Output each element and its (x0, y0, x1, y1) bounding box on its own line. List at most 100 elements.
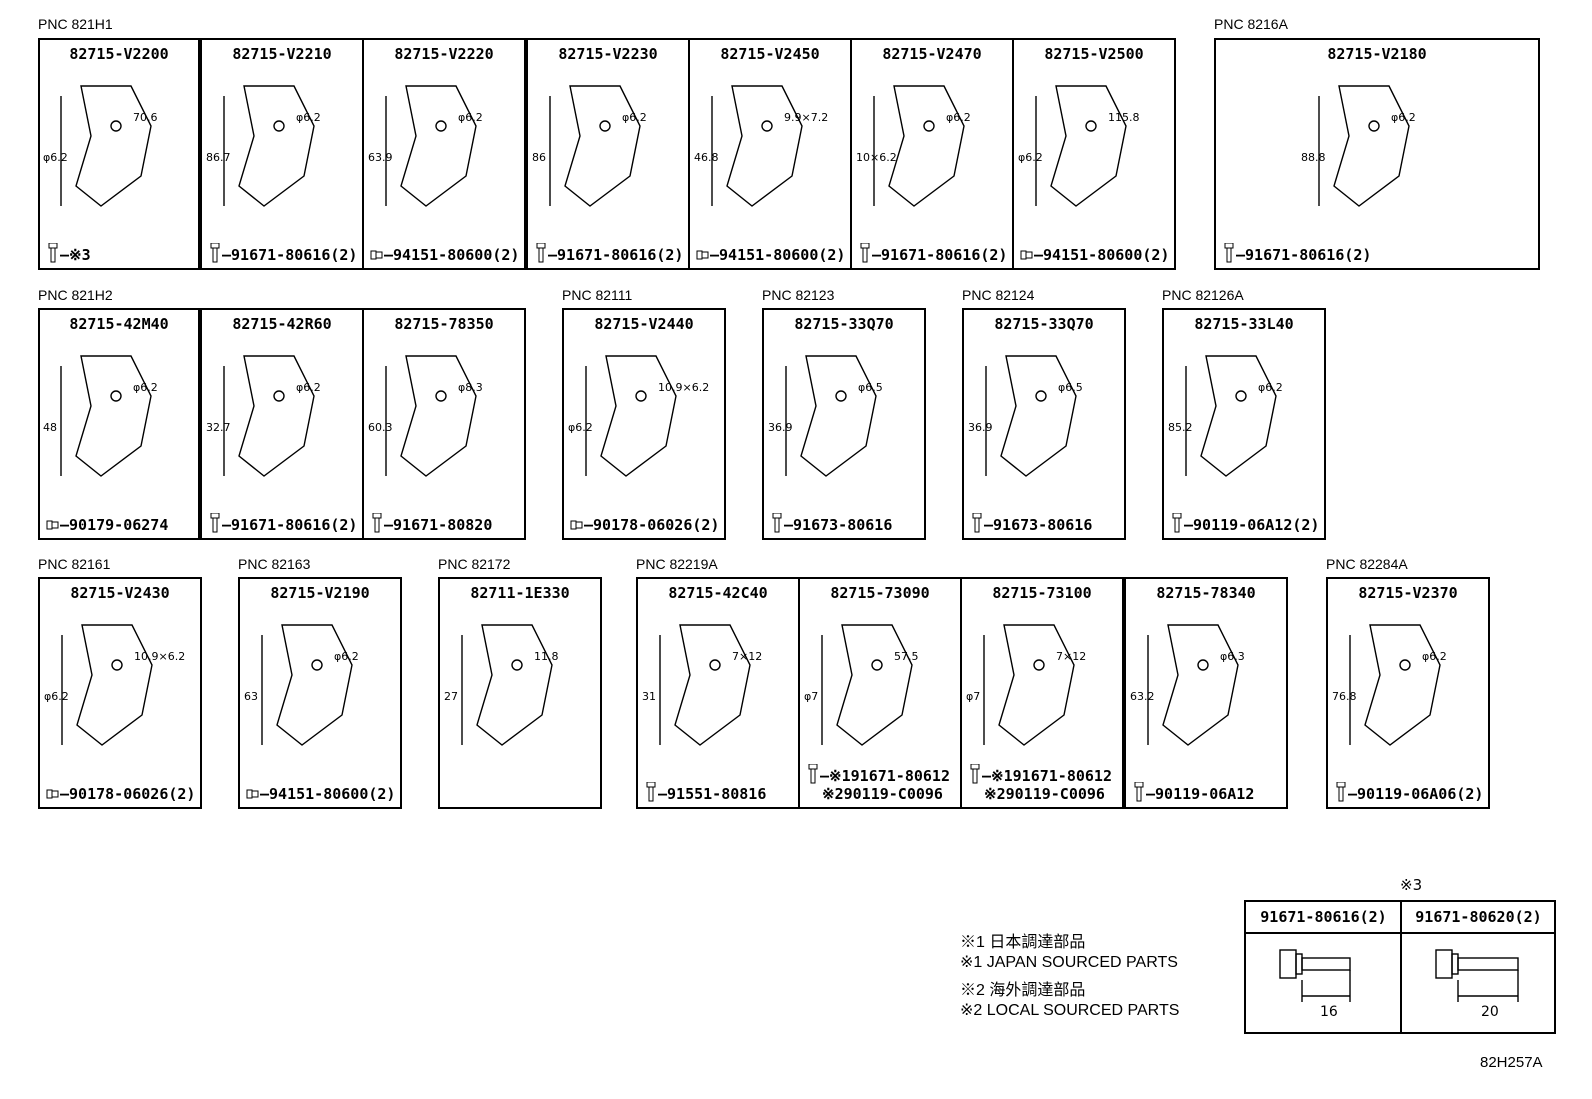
bracket-outline (888, 85, 965, 207)
note-line: ※1 日本調達部品 (960, 934, 1086, 951)
pnc-label: PNC 82111 (562, 287, 633, 303)
bracket-outline (1333, 85, 1410, 207)
bracket-outline (800, 355, 877, 477)
fastener-label: —91671-80616(2) (208, 242, 357, 264)
bracket-drawing: φ6.288.8 (1301, 85, 1416, 207)
note-line: ※2 海外調達部品 (960, 982, 1086, 999)
dimension-label: φ6.2 (1018, 151, 1043, 164)
dimension-label: φ6.5 (1058, 381, 1083, 394)
bracket-drawing: 11.827 (444, 624, 559, 746)
pnc-label: PNC 82126A (1162, 287, 1244, 303)
dimension-label: φ6.2 (568, 421, 593, 434)
bolt-icon (208, 512, 222, 534)
pnc-label: PNC 821H2 (38, 287, 113, 303)
part-number: 82715-V2230 (558, 45, 658, 63)
bracket-outline (476, 624, 553, 746)
mounting-hole (273, 390, 285, 402)
bolt-icon (968, 763, 982, 785)
mounting-hole (599, 120, 611, 132)
dimension-label: φ6.2 (43, 151, 68, 164)
bracket-drawing: φ6.363.2 (1130, 624, 1245, 746)
bracket-outline (836, 624, 913, 746)
diagram-code: 82H257A (1480, 1054, 1543, 1071)
fastener-label: —91671-80616(2) (1222, 242, 1371, 264)
bracket-outline (238, 85, 315, 207)
bracket-drawing: φ6.263 (244, 624, 359, 746)
part-number: 82715-42R60 (232, 315, 332, 333)
pnc-label: PNC 821H1 (38, 16, 113, 32)
bolt-length-16: 16 (1320, 1004, 1338, 1020)
bracket-drawing: 9.9×7.246.8 (694, 85, 828, 207)
bracket-drawing: 10.9×6.2φ6.2 (44, 624, 185, 746)
mounting-hole (1368, 120, 1380, 132)
bolt-icon (1170, 512, 1184, 534)
mounting-hole (1033, 659, 1045, 671)
nut-icon (570, 516, 584, 534)
fastener-label: —※3 (46, 242, 91, 264)
fastener-label: —94151-80600(2) (370, 246, 519, 264)
fastener-label: —91673-80616 (770, 512, 892, 534)
bolt-icon (644, 781, 658, 803)
bolt-icon (770, 512, 784, 534)
part-number: 82715-V2210 (232, 45, 332, 63)
mounting-hole (311, 659, 323, 671)
dimension-label: φ6.2 (334, 650, 359, 663)
dimension-label: 70.6 (133, 111, 158, 124)
part-number: 82715-V2430 (70, 584, 170, 602)
mounting-hole (273, 120, 285, 132)
part-number: 82715-78340 (1156, 584, 1256, 602)
pnc-label: PNC 82219A (636, 556, 718, 572)
dimension-label: φ6.2 (458, 111, 483, 124)
bracket-outline (1162, 624, 1239, 746)
bracket-drawing: 10.9×6.2φ6.2 (568, 355, 709, 477)
bracket-outline (1364, 624, 1441, 746)
dimension-label: 48 (43, 421, 57, 434)
part-number: 82715-V2180 (1327, 45, 1427, 63)
dimension-label: 76.8 (1332, 690, 1357, 703)
fastener-label: —91671-80616(2) (208, 512, 357, 534)
dimension-label: 7×12 (1056, 650, 1086, 663)
pnc-label: PNC 8216A (1214, 16, 1288, 32)
fastener-label: —※191671-80612 (806, 763, 950, 785)
bracket-drawing: φ8.360.3 (368, 355, 483, 477)
part-number: 82715-V2450 (720, 45, 820, 63)
bracket-drawing: φ6.248 (43, 355, 158, 477)
bracket-drawing: φ6.536.9 (768, 355, 883, 477)
part-number: 82715-73100 (992, 584, 1092, 602)
part-number: 82715-33Q70 (994, 315, 1094, 333)
mounting-hole (511, 659, 523, 671)
dimension-label: 36.9 (968, 421, 993, 434)
mounting-hole (635, 390, 647, 402)
bolt-length-table: 91671-80616(2) 91671-80620(2) 16 20 (1244, 900, 1556, 1034)
fastener-label: —90178-06026(2) (570, 516, 719, 534)
fastener-label: —94151-80600(2) (246, 785, 395, 803)
part-number: 82711-1E330 (470, 584, 570, 602)
dimension-label: 31 (642, 690, 656, 703)
pnc-label: PNC 82163 (238, 556, 311, 572)
fastener-label: —90119-06A12 (1132, 781, 1254, 803)
nut-icon (370, 246, 384, 264)
bolt-icon (1222, 242, 1236, 264)
bolt-length-20: 20 (1481, 1004, 1499, 1020)
dimension-label: 63.2 (1130, 690, 1155, 703)
bracket-outline (276, 624, 353, 746)
bolt-icon (1334, 781, 1348, 803)
bracket-drawing: φ6.263.9 (368, 85, 483, 207)
table-header-2: 91671-80620(2) (1401, 902, 1556, 934)
part-number: 82715-33L40 (1194, 315, 1294, 333)
nut-icon (46, 785, 60, 803)
bracket-outline (75, 85, 152, 207)
